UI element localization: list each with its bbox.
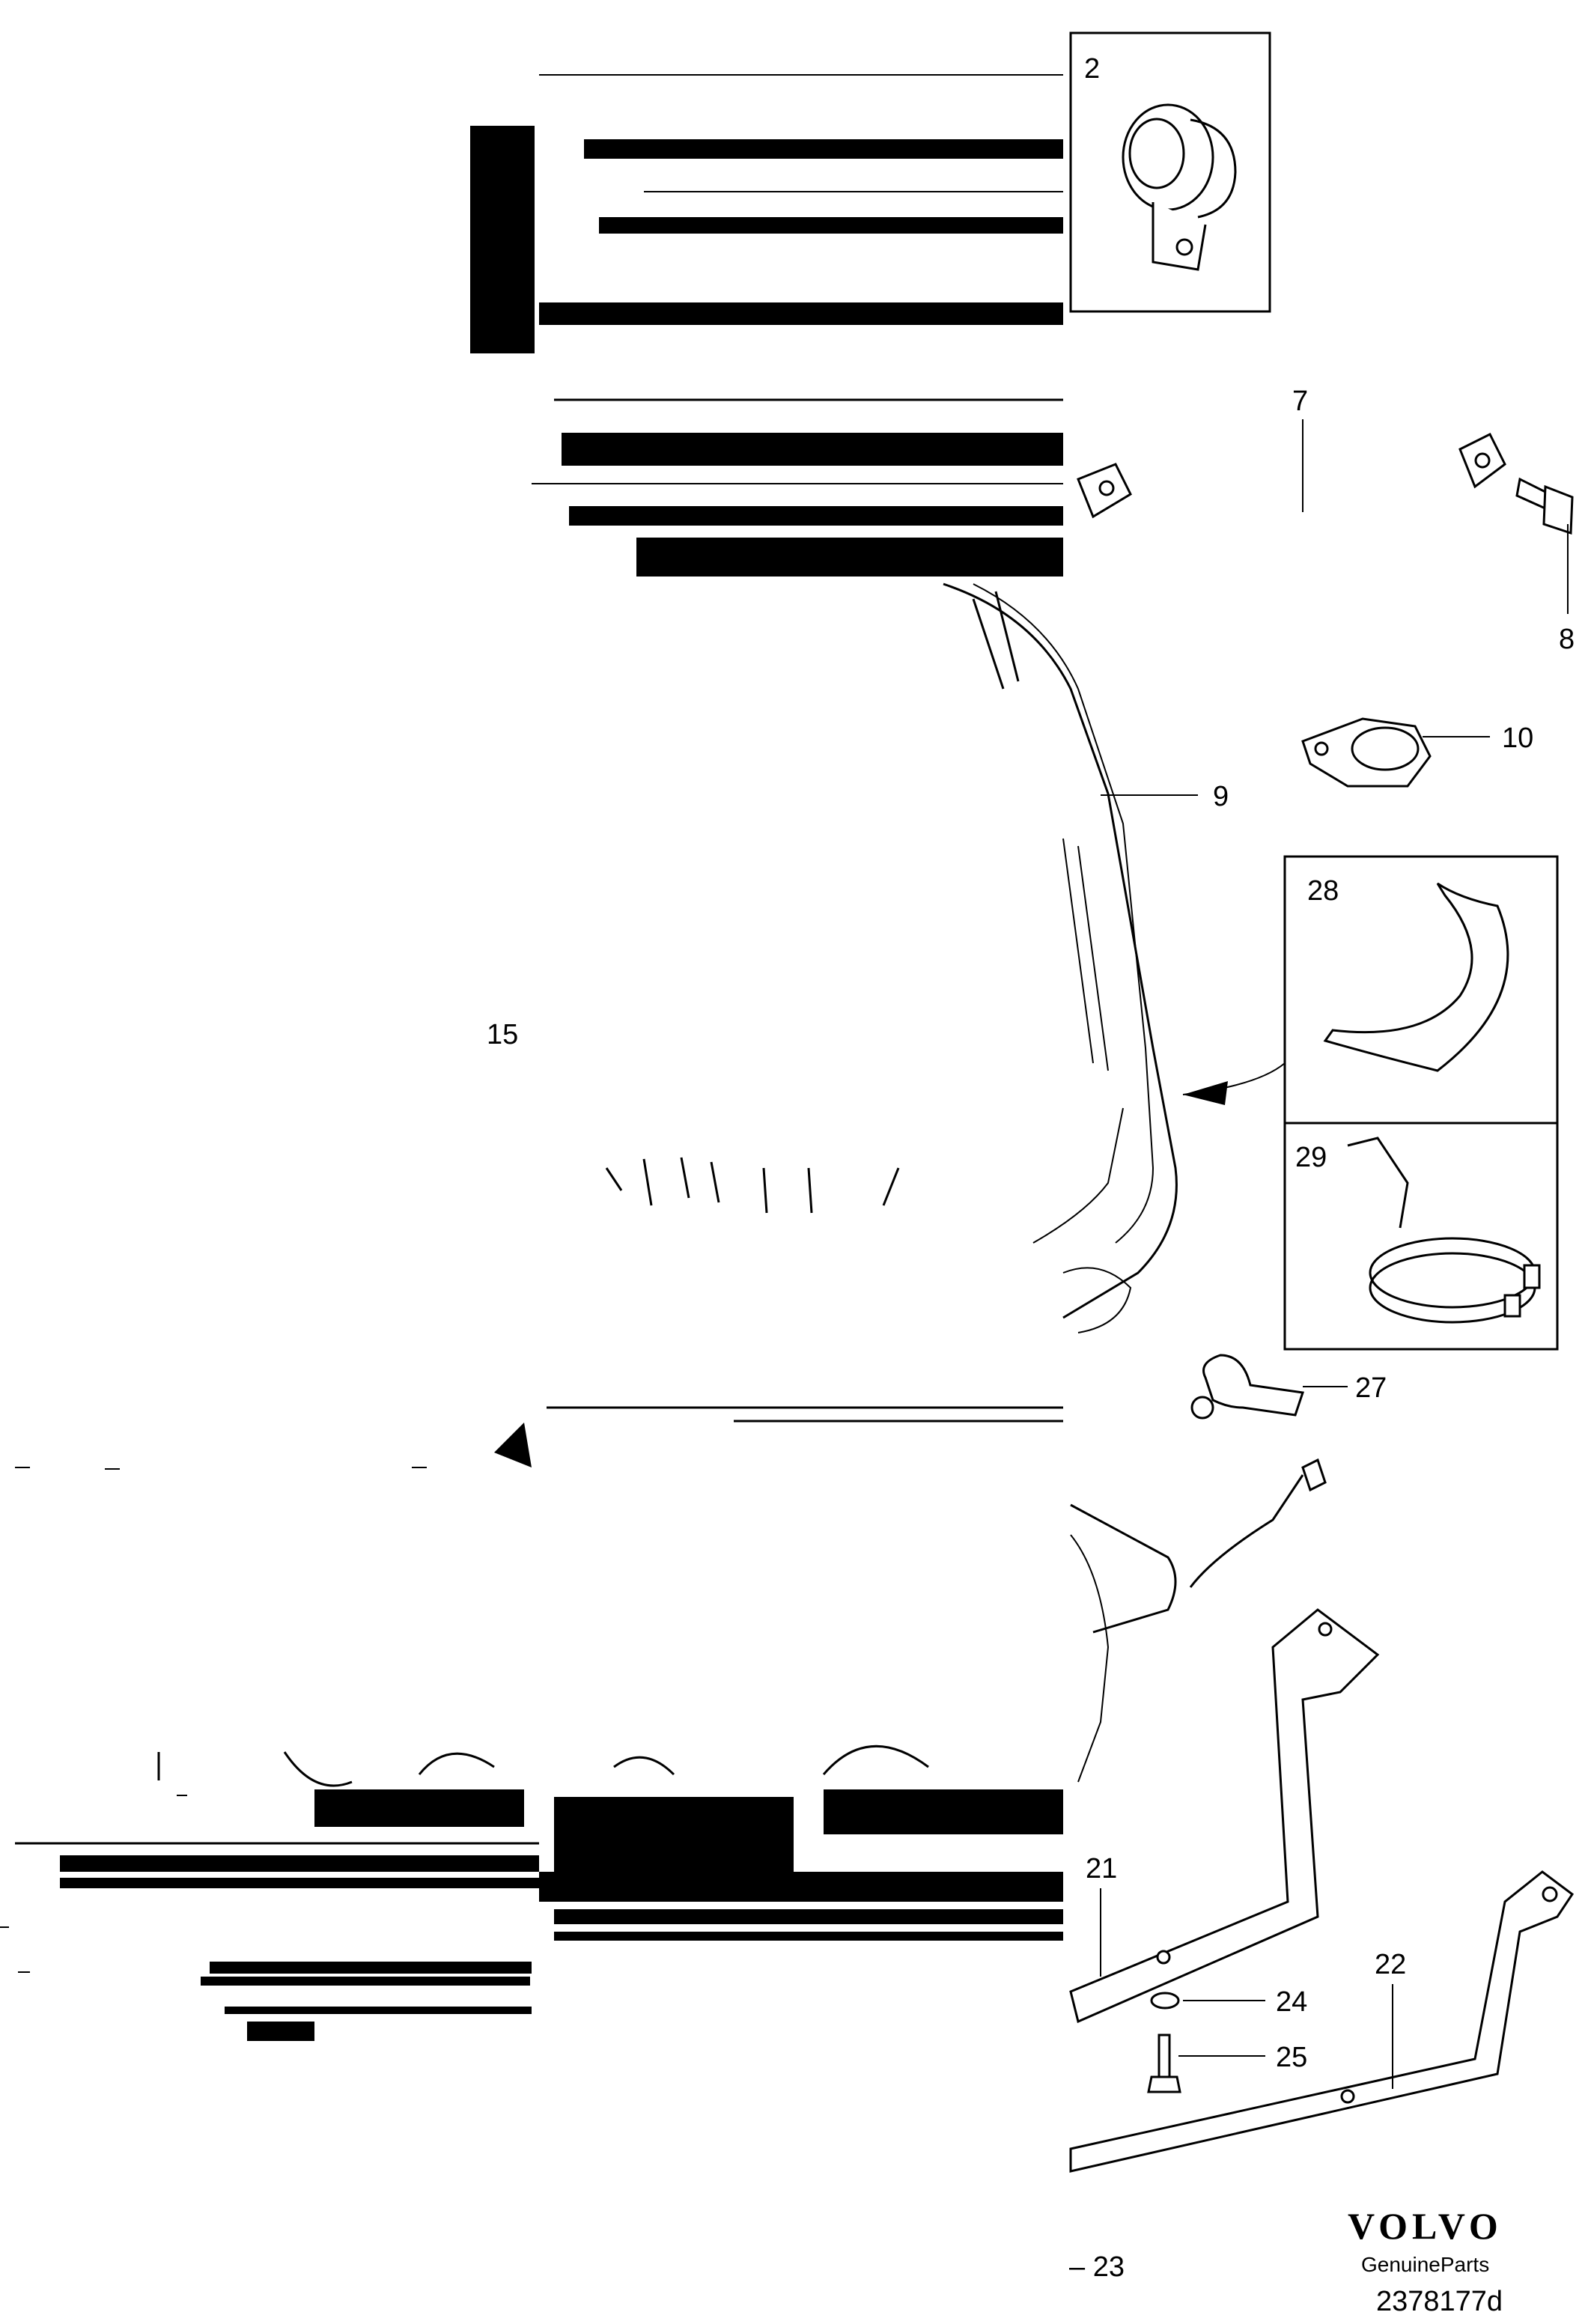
clip-part-10: 10 — [1301, 717, 1533, 788]
callout-10: 10 — [1502, 723, 1533, 754]
callout-2: 2 — [1084, 53, 1100, 85]
callout-15: 15 — [487, 1019, 518, 1050]
brand-tagline: GenuineParts — [1361, 2253, 1489, 2276]
inset-box-part-2: 2 — [1069, 31, 1271, 313]
strap-part-22: 22 — [1069, 1870, 1575, 2173]
fitting-part-27: 27 — [1190, 1354, 1387, 1420]
callout-9: 9 — [1213, 781, 1229, 812]
callout-27: 27 — [1355, 1372, 1387, 1404]
washer-part-24: 24 — [1150, 1986, 1307, 2018]
bearing-shell-28 — [1323, 882, 1509, 1072]
brand-logo: VOLVO — [1348, 2205, 1503, 2247]
pipe-part-9: 9 — [943, 582, 1229, 1333]
bolt-part-8: 8 — [1515, 477, 1575, 655]
callout-28: 28 — [1307, 875, 1339, 907]
callout-29: 29 — [1295, 1142, 1327, 1173]
band-clamp-29 — [1347, 1137, 1541, 1324]
pipe-clamp-illustration — [1122, 103, 1237, 271]
inset-box-parts-28-29: 28 29 — [1182, 855, 1559, 1351]
brand-block: VOLVO GenuineParts 2378177d — [1348, 2205, 1503, 2317]
callout-24: 24 — [1276, 1986, 1307, 2018]
strap-part-21: 21 — [1069, 1608, 1380, 2024]
callout-25: 25 — [1276, 2042, 1307, 2073]
drawing-code: 2378177d — [1376, 2286, 1503, 2317]
callout-23: – 23 — [1069, 2251, 1125, 2283]
hose-part-7: 7 — [1077, 386, 1506, 521]
callout-8: 8 — [1559, 624, 1575, 655]
callout-22: 22 — [1375, 1949, 1406, 1980]
callout-7: 7 — [1292, 386, 1308, 417]
corrupted-scan-region — [0, 74, 1063, 2041]
bolt-part-25: 25 — [1147, 2034, 1307, 2093]
callout-21: 21 — [1086, 1853, 1117, 1885]
pipe-assembly — [1070, 1458, 1327, 1783]
